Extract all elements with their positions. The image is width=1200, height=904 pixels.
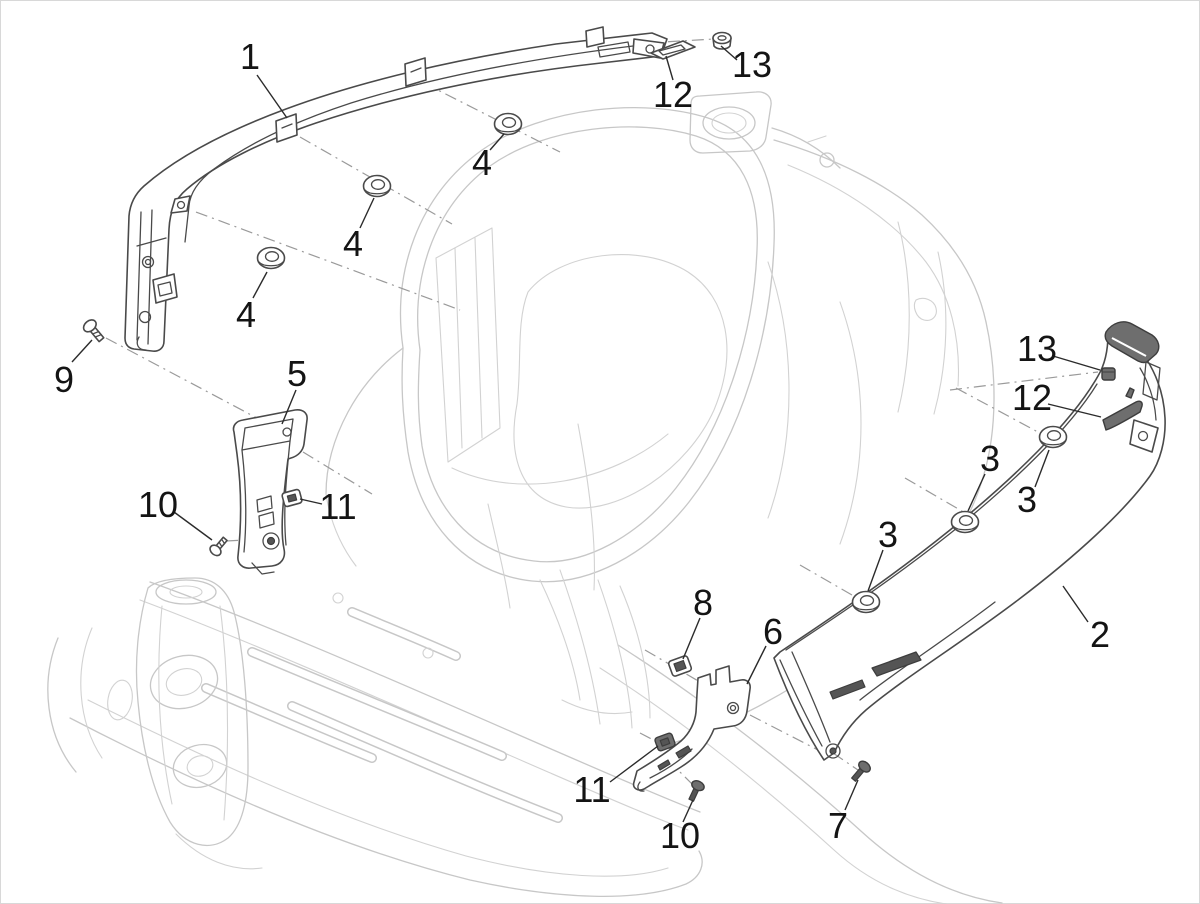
assembly-center-lines xyxy=(105,38,1147,789)
part-5-central-cover xyxy=(232,409,308,575)
grommet-4-c xyxy=(256,246,286,270)
callout-leader-lines xyxy=(71,45,1102,823)
callout-label-10-bottom: 10 xyxy=(660,815,700,856)
part-6-lower-cover xyxy=(632,665,751,792)
callout-label-8: 8 xyxy=(693,582,713,623)
grommet-4-b xyxy=(362,174,392,198)
part-2-side-cover xyxy=(773,321,1166,761)
part-1-side-spoiler xyxy=(124,26,668,352)
part-12-right-plate xyxy=(1102,387,1143,431)
callout-label-12-top: 12 xyxy=(653,74,693,115)
callout-label-10-left: 10 xyxy=(138,484,178,525)
grommet-4-a xyxy=(493,112,523,136)
callout-label-4-c: 4 xyxy=(236,294,256,335)
callout-label-3-a: 3 xyxy=(980,438,1000,479)
callout-label-9: 9 xyxy=(54,359,74,400)
screw-10-left xyxy=(209,536,228,557)
callout-label-6: 6 xyxy=(763,611,783,652)
callout-label-11-left: 11 xyxy=(319,486,356,527)
screw-9 xyxy=(82,319,105,343)
callout-label-5: 5 xyxy=(287,353,307,394)
callout-label-4-b: 4 xyxy=(343,223,363,264)
scooter-body-outline xyxy=(47,91,1003,904)
part-13-right-nut xyxy=(1101,367,1116,381)
clip-11-bottom xyxy=(654,732,676,752)
grommet-3-b xyxy=(950,510,980,534)
grommet-3-a xyxy=(1038,425,1068,449)
callout-label-13-right: 13 xyxy=(1017,328,1057,369)
callout-label-3-c: 3 xyxy=(878,514,898,555)
callout-label-1: 1 xyxy=(240,36,260,77)
callout-label-4-a: 4 xyxy=(472,142,492,183)
callout-label-12-right: 12 xyxy=(1012,377,1052,418)
screw-7 xyxy=(851,760,871,782)
callout-label-11-bottom: 11 xyxy=(573,769,610,810)
callout-label-3-b: 3 xyxy=(1017,479,1037,520)
clip-8 xyxy=(667,655,693,677)
callout-label-13-top: 13 xyxy=(732,44,772,85)
part-12-top-bracket xyxy=(650,40,696,60)
part-13-top-nut xyxy=(712,31,732,50)
callout-labels: 1 12 13 4 4 4 9 5 10 11 8 6 11 10 7 2 13… xyxy=(54,36,1110,856)
clip-11-left xyxy=(281,488,303,508)
screw-10-bottom xyxy=(688,780,705,802)
grommet-3-c xyxy=(851,590,881,614)
callout-label-7: 7 xyxy=(828,805,848,846)
callout-label-2: 2 xyxy=(1090,614,1110,655)
